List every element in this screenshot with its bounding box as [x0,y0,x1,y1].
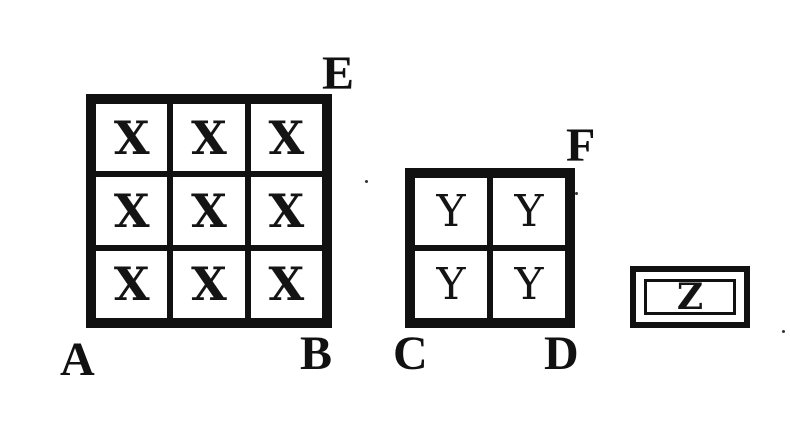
x-cell: X [170,174,248,248]
point-label-f: F [566,119,596,172]
x-cell: X [93,174,171,248]
point-label-a: A [60,333,95,386]
square-x-grid: X X X X X X X X X [86,94,332,328]
x-cell: X [170,247,248,321]
ink-speck [365,180,368,183]
square-y-grid: Y Y Y Y [405,168,575,328]
ink-speck [575,192,578,195]
x-cell: X [93,247,171,321]
y-cell: Y [412,248,490,321]
x-cell: X [93,101,171,175]
y-cell: Y [490,175,568,248]
z-box: Z [630,266,750,328]
x-cell: X [247,174,325,248]
x-cell: X [170,101,248,175]
point-label-e: E [322,47,355,100]
y-cell: Y [412,175,490,248]
z-label: Z [644,279,736,315]
x-cell: X [247,247,325,321]
point-label-b: B [300,327,333,380]
y-cell: Y [490,248,568,321]
point-label-d: D [544,327,579,380]
x-cell: X [247,101,325,175]
ink-speck [782,330,785,333]
point-label-c: C [393,327,428,380]
